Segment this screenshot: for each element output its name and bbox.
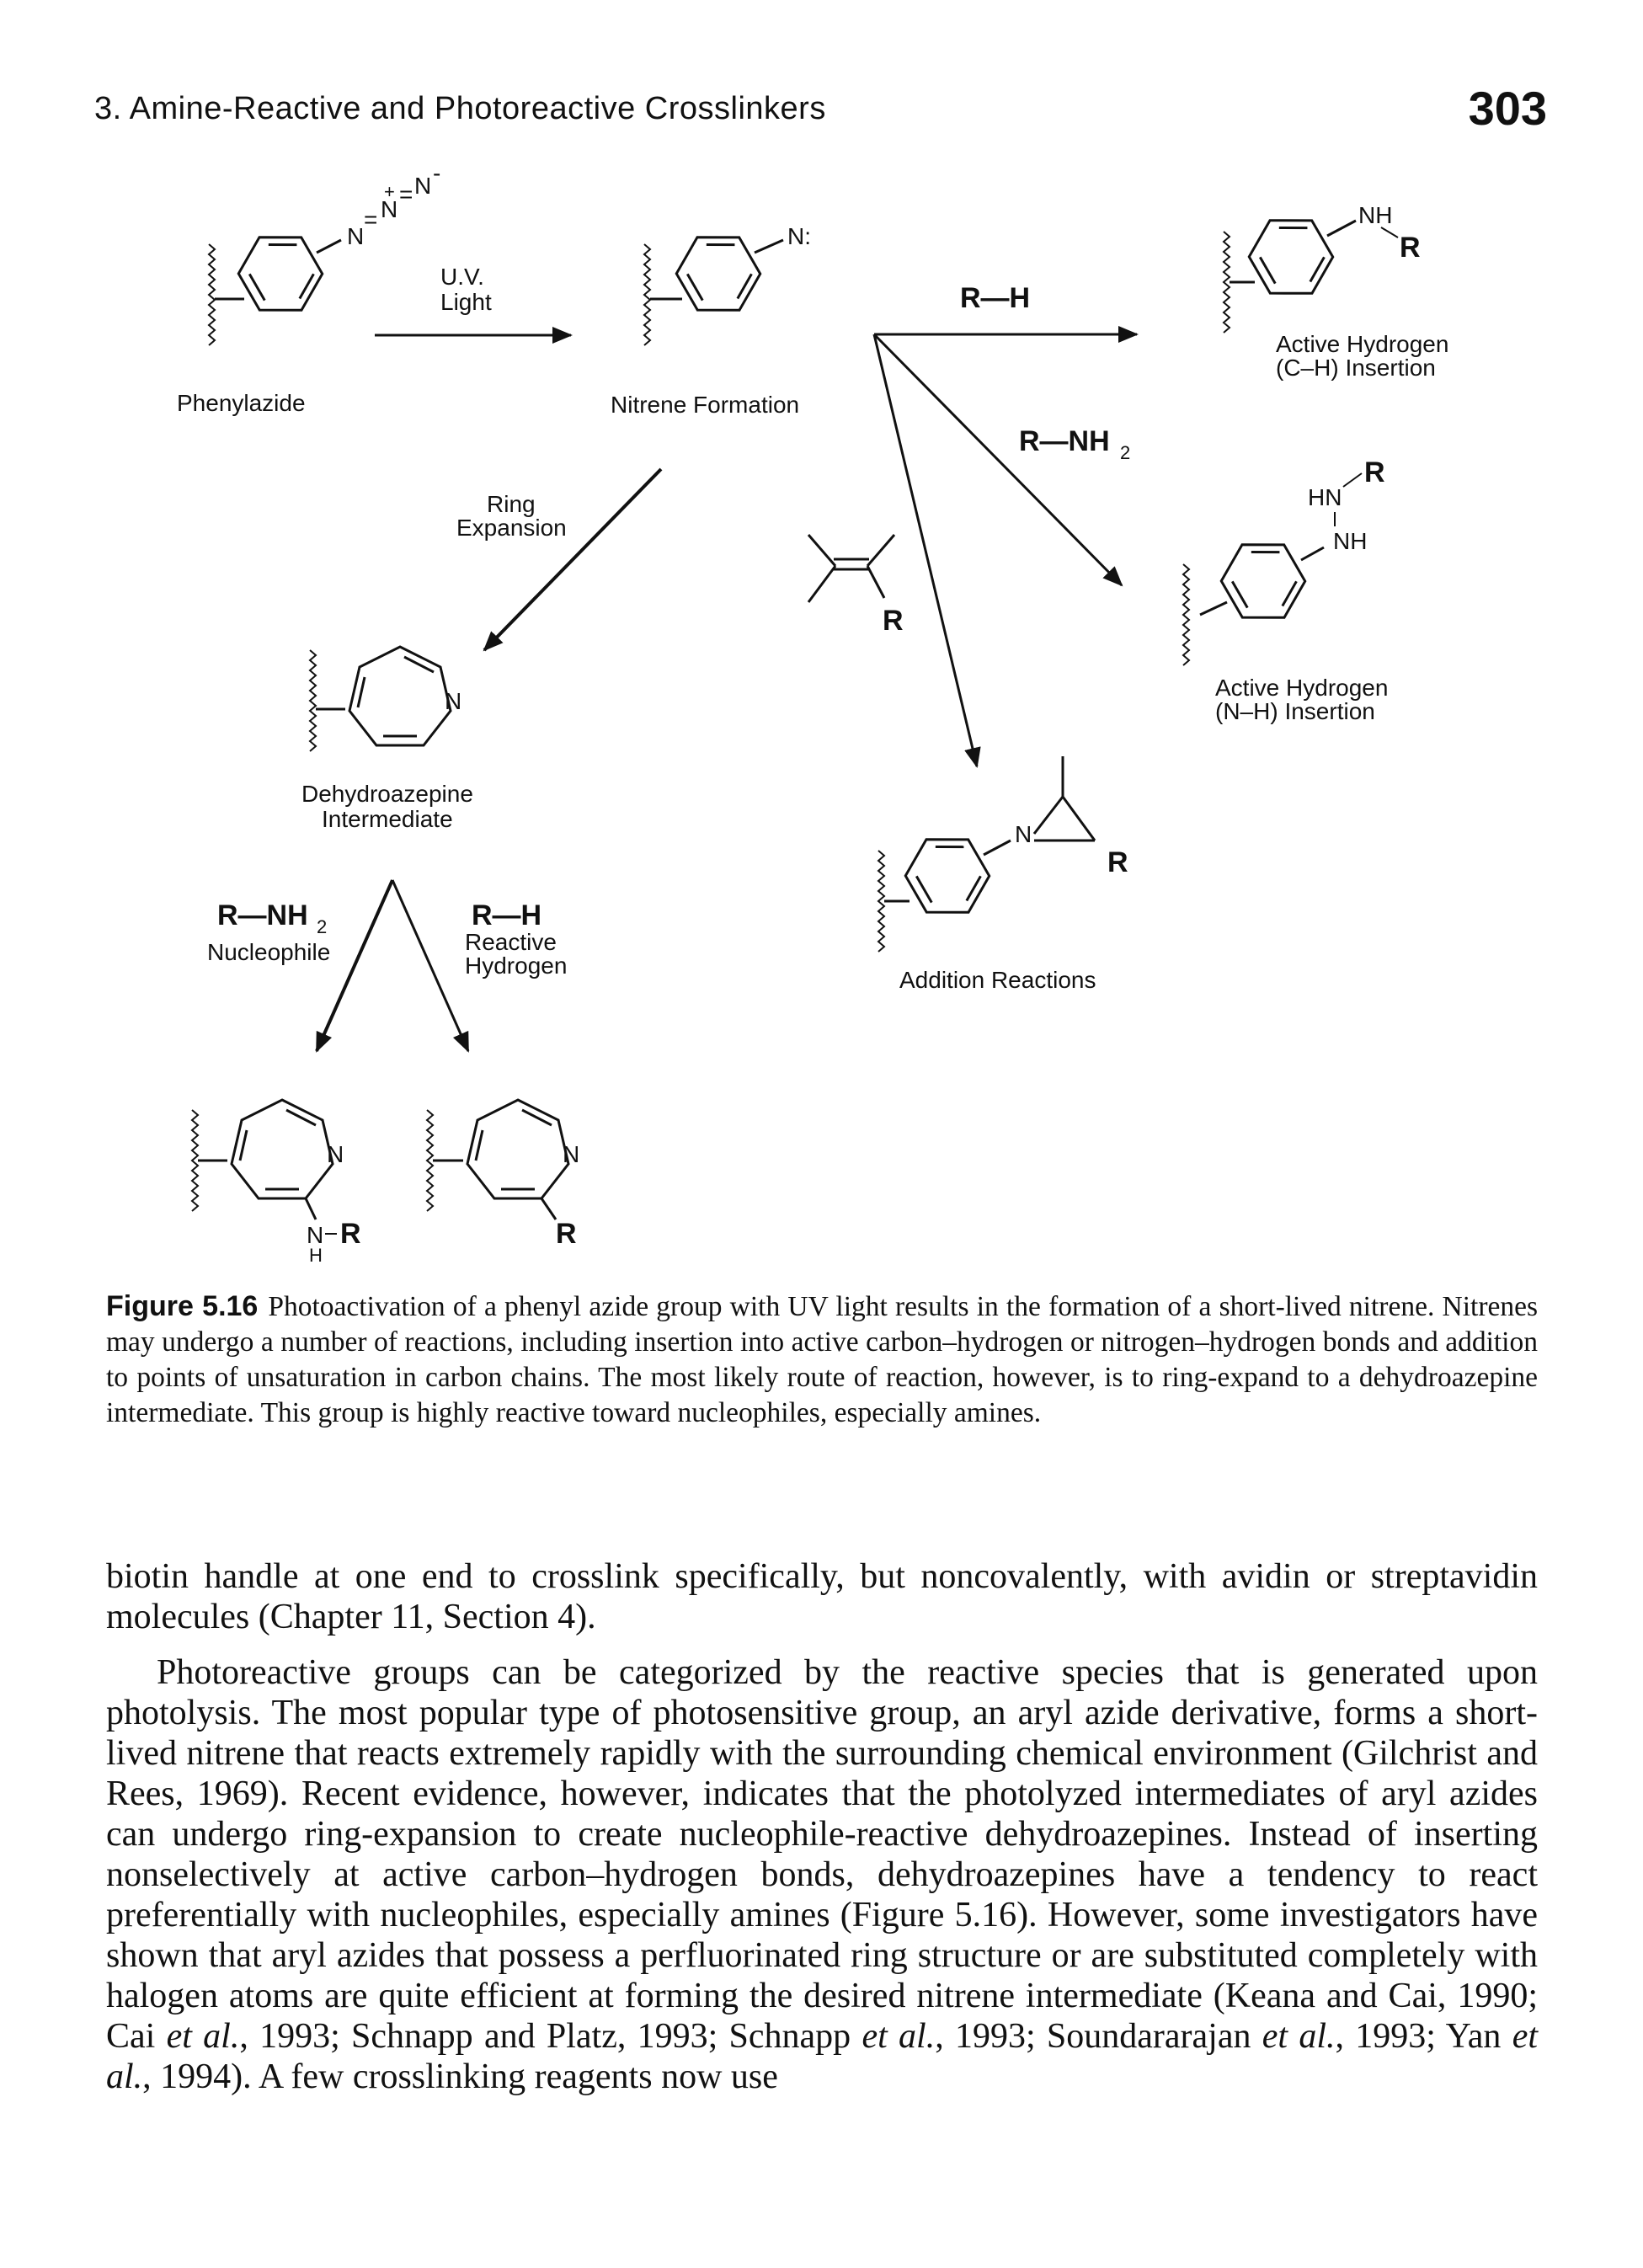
aziridine-n: N [1015,821,1032,847]
adduct1-r: R [340,1218,361,1250]
paragraph-2-part-d: , 1993; Yan [1335,2017,1512,2056]
addition-arrow [872,334,981,768]
page-number: 303 [1468,82,1547,135]
label-dehydro-2: Intermediate [322,806,453,832]
nh-nh: NH [1333,528,1367,554]
ch-r: R [1400,232,1421,264]
paragraph-2-part-b: , 1993; Schnapp and Platz, 1993; Schnapp [239,2017,862,2056]
nh-r: R [1364,456,1385,488]
adduct1-h: H [309,1245,323,1266]
label-light: Light [440,289,492,315]
label-hydrogen: Hydrogen [465,953,567,979]
adduct2-n: N [563,1141,579,1167]
nh-insertion-product: HN R NH [1182,456,1385,666]
label-nitrene-formation: Nitrene Formation [611,392,799,418]
label-addition: Addition Reactions [899,967,1096,993]
azide-eq2: = [399,181,413,207]
azide-n2: N [381,196,397,222]
caption-text: Photoactivation of a phenyl azide group … [106,1291,1539,1428]
label-nh-2: (N–H) Insertion [1215,698,1375,724]
label-uv: U.V. [440,264,484,290]
running-head: 3. Amine-Reactive and Photoreactive Cros… [94,91,826,126]
reaction-scheme-figure: N = N + = N - Phenylazide U.V. Light N: … [177,160,1448,1266]
label-ring: Ring [487,491,536,517]
alkene-r: R [883,605,904,637]
paragraph-2-part-e: , 1994). A few crosslinking reagents now… [142,2057,778,2096]
et-al-4: et al. [106,2017,1538,2096]
label-phenylazide: Phenylazide [177,390,306,416]
aziridine-r: R [1107,846,1128,878]
et-al-2: et al. [862,2017,936,2056]
label-nh-1: Active Hydrogen [1215,675,1388,701]
paragraph-2-part-a: Photoreactive groups can be categorized … [106,1653,1538,2056]
nh-insertion-arrow [872,333,1123,587]
carbon-adduct-structure: N R [426,1098,579,1250]
azide-eq1: = [364,206,377,232]
et-al-1: et al. [166,2017,240,2056]
azide-minus: - [433,160,440,186]
alkene-structure: R [807,534,904,637]
paragraph-1: biotin handle at one end to crosslink sp… [106,1557,1538,1636]
paragraph-2-part-c: , 1993; Soundararajan [935,2017,1262,2056]
nucleophile-arrow [315,879,394,1053]
dehydroazepine-structure: N [309,645,461,752]
rnh2-top-label: R—NH [1019,425,1110,457]
ch-insertion-product: NH R [1223,200,1421,334]
azepine-n: N [445,688,461,714]
rnh2-left-subscript: 2 [317,916,327,937]
azide-plus: + [384,181,395,202]
et-al-3: et al. [1262,2017,1336,2056]
nitrene-structure: N: [643,217,811,346]
ring-expansion-arrow [483,467,663,652]
ch-nh: NH [1358,202,1392,228]
rh-top-label: R—H [960,282,1030,314]
phenylazide-structure: N = N + = N - [208,160,440,346]
adduct1-n: N [327,1141,344,1167]
azide-n3: N [414,173,431,199]
reactive-hydrogen-arrow [391,879,470,1053]
label-ch-2: (C–H) Insertion [1276,355,1436,381]
label-nucleophile: Nucleophile [207,939,330,965]
paragraph-2: Photoreactive groups can be categorized … [106,1652,1538,2097]
label-ch-1: Active Hydrogen [1276,331,1448,357]
caption-label: Figure 5.16 [106,1290,259,1322]
nitrene-atom: N: [787,223,811,249]
rnh2-top-subscript: 2 [1120,442,1130,463]
rh-left-label: R—H [472,899,541,931]
label-dehydro-1: Dehydroazepine [301,781,473,807]
addition-product: N R [878,756,1128,953]
body-text: biotin handle at one end to crosslink sp… [106,1556,1538,2097]
adduct2-r: R [556,1218,577,1250]
adduct1-n-sub: N [307,1222,323,1248]
rnh2-left-label: R—NH [217,899,308,931]
amine-adduct-structure: N N H R [191,1098,361,1266]
azide-n1: N [347,223,364,249]
label-expansion: Expansion [456,515,567,541]
nh-hn: HN [1308,484,1342,510]
label-reactive: Reactive [465,929,557,955]
